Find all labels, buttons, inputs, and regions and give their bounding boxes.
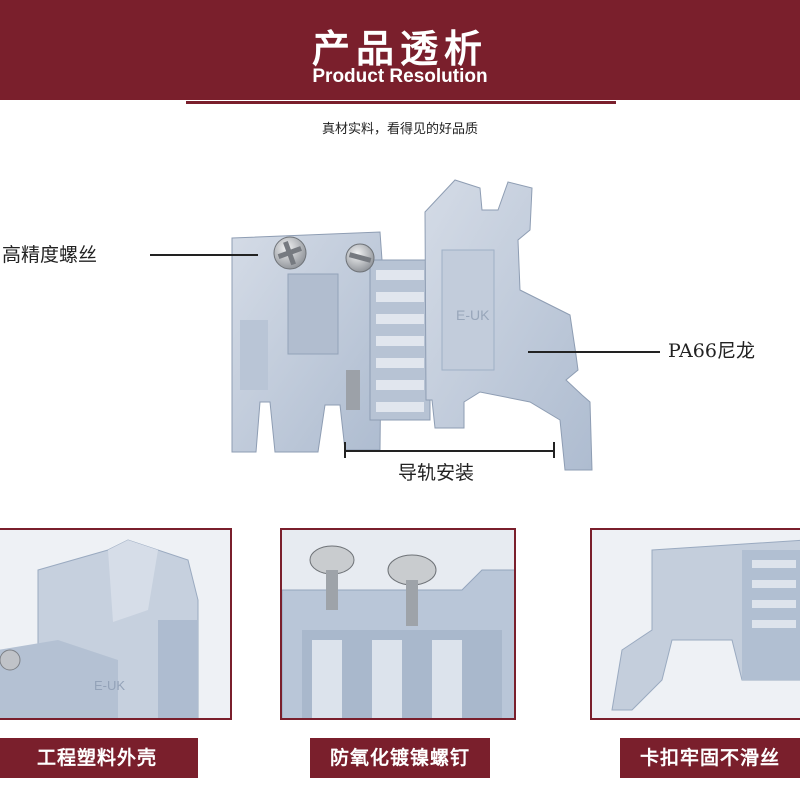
- brand-mark: E-UK: [456, 307, 490, 323]
- callout-tick-right: [553, 442, 555, 458]
- feature-card-clip: [590, 528, 800, 720]
- clip-photo: [592, 530, 800, 718]
- header-banner: 产品透析 Product Resolution: [0, 0, 800, 100]
- callout-material: PA66尼龙: [668, 340, 755, 362]
- screw-icon: [387, 554, 437, 626]
- feature-label-clip: 卡扣牢固不滑丝: [620, 738, 800, 778]
- feature-card-shell: E-UK: [0, 528, 232, 720]
- page-title: 产品透析: [311, 27, 488, 71]
- callout-line-material: [528, 351, 660, 353]
- callout-rail: 导轨安装: [398, 462, 475, 484]
- svg-text:E-UK: E-UK: [94, 678, 125, 693]
- screw-icon: [345, 243, 375, 273]
- callout-line-screw: [150, 254, 258, 256]
- feature-card-screw: [280, 528, 516, 720]
- feature-label-screw: 防氧化镀镍螺钉: [310, 738, 490, 778]
- product-illustration: E-UK: [231, 179, 593, 471]
- screw-photo: [282, 530, 514, 718]
- screw-icon: [273, 236, 307, 270]
- callout-line-rail: [344, 450, 554, 452]
- header-divider: [186, 101, 616, 104]
- feature-label-shell: 工程塑料外壳: [0, 738, 198, 778]
- callout-screw: 高精度螺丝: [2, 244, 98, 266]
- callout-tick-left: [344, 442, 346, 458]
- tagline: 真材实料，看得见的好品质: [321, 122, 478, 137]
- screw-icon: [309, 545, 355, 610]
- page-subtitle: Product Resolution: [312, 66, 488, 87]
- shell-photo: E-UK: [0, 530, 230, 718]
